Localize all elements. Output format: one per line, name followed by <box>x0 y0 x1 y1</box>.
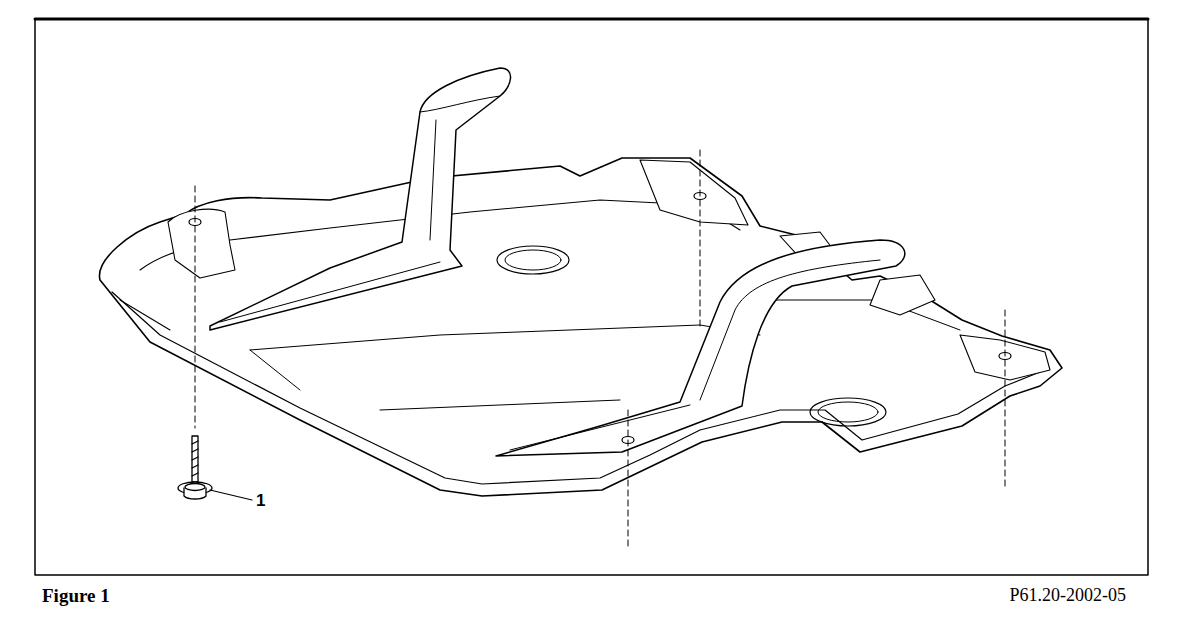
air-duct <box>220 96 500 322</box>
air-duct <box>210 68 511 330</box>
mounting-pad <box>640 160 748 225</box>
mounting-pad <box>870 275 935 315</box>
panel-rim <box>112 292 1040 484</box>
figure-caption: Figure 1 <box>42 586 110 605</box>
panel-opening <box>810 398 886 426</box>
drawing-code: P61.20-2002-05 <box>1010 586 1127 604</box>
callout-number: 1 <box>256 492 265 509</box>
figure-frame <box>35 19 1148 575</box>
mounting-pad <box>168 209 235 278</box>
screw <box>178 436 212 499</box>
frame-top-rule <box>35 18 1148 21</box>
axis-line <box>700 150 701 330</box>
air-duct <box>510 260 880 450</box>
leader-line <box>210 490 252 500</box>
panel-floor-edge <box>250 300 960 410</box>
underbody-panel <box>100 158 1062 496</box>
axis-line <box>628 410 629 548</box>
panel-opening <box>497 246 569 274</box>
panel-opening <box>818 402 878 422</box>
axis-line <box>1005 310 1006 486</box>
axis-line <box>195 186 196 428</box>
panel-opening <box>505 250 561 270</box>
